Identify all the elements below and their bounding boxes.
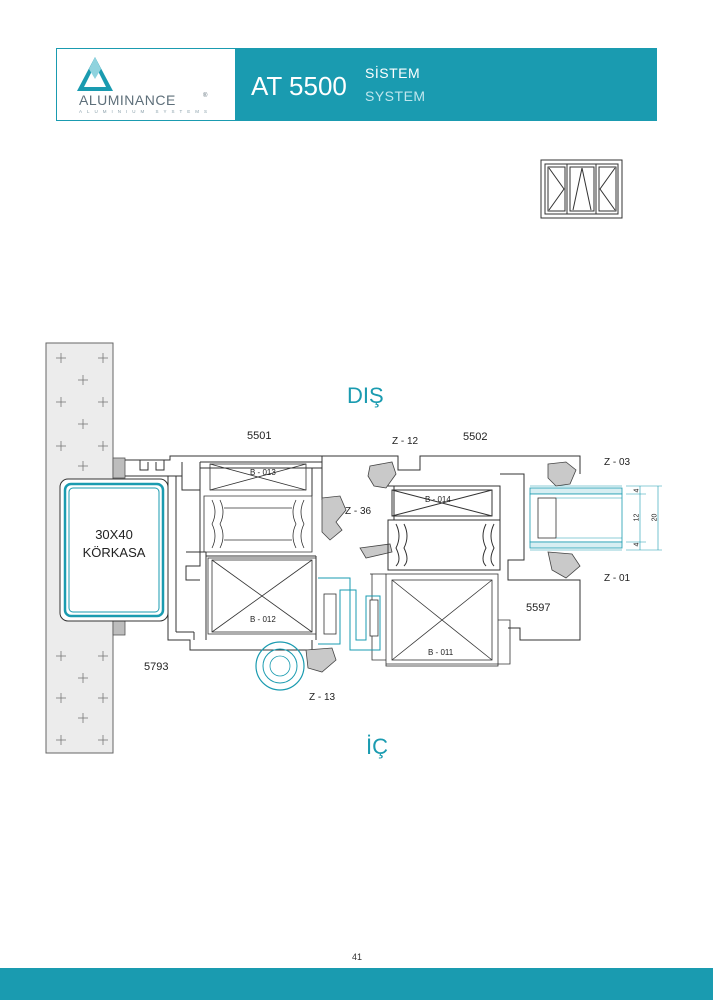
- gasket-z12-label: Z - 12: [392, 436, 419, 447]
- brand-name: ALUMINANCE: [79, 92, 176, 108]
- gasket-z13-label: Z - 13: [309, 692, 336, 703]
- gasket-z12: [367, 461, 397, 489]
- gasket-z13: [255, 641, 337, 691]
- system-title-tr: SİSTEM: [365, 65, 421, 81]
- outside-label: DIŞ: [347, 383, 384, 408]
- bar-b013-label: B - 013: [250, 468, 276, 477]
- gasket-z36: [321, 495, 393, 559]
- subframe-label: 30X40 KÖRKASA: [66, 526, 162, 562]
- window-thumbnail-icon: [540, 159, 623, 219]
- sash-profile-5502: [387, 473, 581, 641]
- profile-5502-label: 5502: [463, 431, 488, 443]
- dim-4-bottom: 4: [633, 542, 641, 547]
- dimension-lines: [626, 485, 662, 551]
- header-banner: ALUMINANCE ® ALUMINIUM SYSTEMS AT 5500 S…: [56, 48, 657, 121]
- subframe-section: [59, 478, 169, 622]
- profile-5501-label: 5501: [247, 430, 272, 442]
- page-number: 41: [351, 952, 362, 962]
- dim-4-top: 4: [633, 488, 641, 493]
- gasket-z01-label: Z - 01: [604, 573, 631, 584]
- gasket-z03: [547, 461, 577, 487]
- thermal-bar-b011: [370, 573, 511, 667]
- system-title-en: SYSTEM: [365, 88, 426, 104]
- bar-b011-label: B - 011: [428, 648, 454, 657]
- dim-20: 20: [651, 513, 659, 522]
- aluminance-logo-icon: [77, 57, 113, 91]
- subframe-name: KÖRKASA: [82, 545, 146, 560]
- dim-12: 12: [633, 513, 641, 522]
- subframe-size: 30X40: [95, 527, 133, 542]
- profile-5793-label: 5793: [144, 661, 169, 673]
- frame-profile-5501: [125, 455, 581, 651]
- inside-label: İÇ: [366, 734, 388, 759]
- title-area: AT 5500 SİSTEM SYSTEM: [235, 49, 656, 120]
- thermal-bar-b012: [207, 557, 317, 635]
- glazing-unit: [529, 485, 623, 551]
- model-title: AT 5500: [251, 71, 347, 101]
- thermal-bar-b013: [209, 463, 307, 491]
- hardware-channel: [318, 577, 381, 651]
- gasket-z01: [547, 551, 581, 579]
- brand-tagline: ALUMINIUM SYSTEMS: [79, 109, 213, 114]
- registered-mark: ®: [203, 93, 208, 99]
- gasket-z03-label: Z - 03: [604, 457, 631, 468]
- bar-b012-label: B - 012: [250, 615, 276, 624]
- gasket-z36-label: Z - 36: [345, 506, 372, 517]
- polyamide-strips: [203, 495, 313, 553]
- footer-bar: [0, 968, 713, 1000]
- sealant-top: [112, 457, 126, 479]
- profile-5597-label: 5597: [526, 602, 551, 614]
- logo-area: ALUMINANCE ® ALUMINIUM SYSTEMS: [57, 49, 235, 120]
- bar-b014-label: B - 014: [425, 495, 451, 504]
